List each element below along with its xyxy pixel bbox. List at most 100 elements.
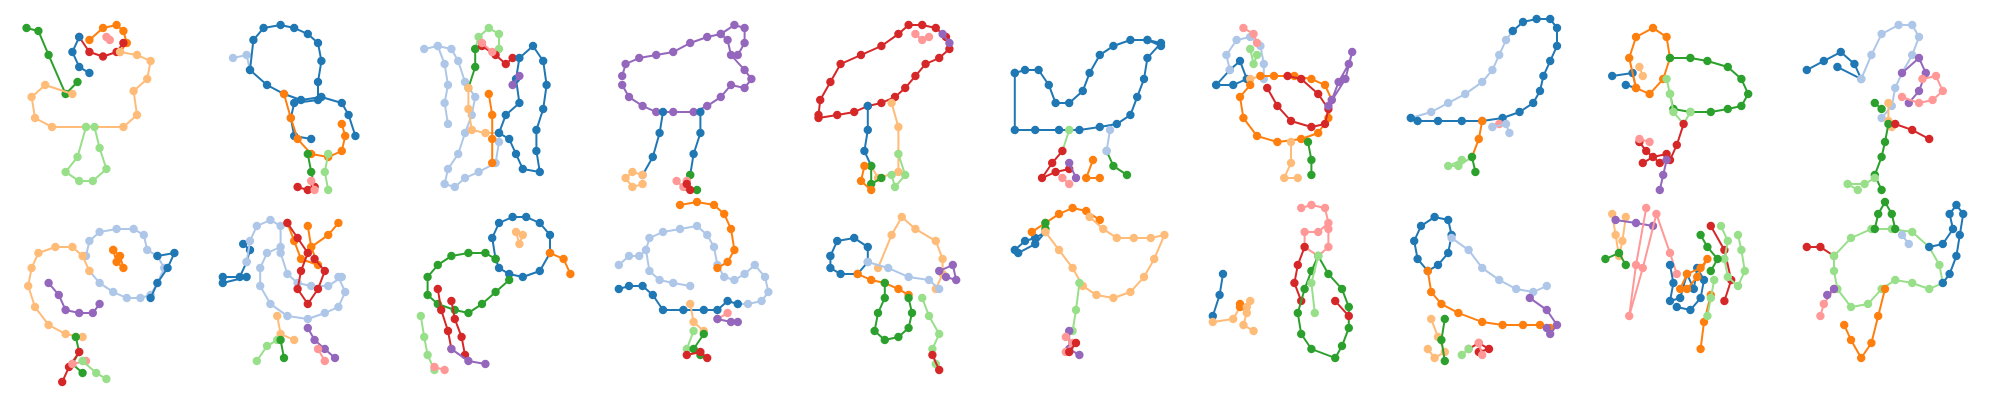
stroke-point — [1208, 311, 1218, 321]
stroke-point — [1672, 140, 1682, 150]
stroke-point — [655, 275, 664, 285]
stroke-point — [614, 284, 623, 294]
stroke-point — [1733, 281, 1743, 291]
stroke-point — [105, 35, 115, 45]
stroke-point — [98, 52, 108, 61]
sketch-panel-r1c1 — [22, 20, 155, 186]
stroke-point — [30, 302, 40, 312]
stroke-point — [1686, 53, 1695, 63]
sketch-panel-r2c5 — [826, 212, 961, 375]
stroke-point — [51, 242, 60, 252]
stroke-point — [1696, 230, 1705, 240]
stroke-point — [1212, 80, 1221, 90]
stroke-point — [867, 179, 876, 189]
stroke-point — [1529, 98, 1538, 108]
stroke-point — [73, 152, 82, 162]
stroke-point — [320, 308, 329, 318]
stroke-point — [293, 233, 302, 243]
stroke-point — [911, 71, 920, 81]
stroke-point — [618, 71, 627, 81]
stroke-point — [1095, 122, 1105, 132]
stroke-point — [303, 29, 312, 39]
stroke-point — [1542, 323, 1552, 333]
stroke-point — [85, 35, 94, 45]
stroke-point — [522, 212, 531, 222]
stroke-point — [1310, 308, 1320, 318]
stroke-point — [1857, 353, 1866, 363]
stroke-point — [1874, 311, 1883, 321]
stroke-point — [1246, 80, 1255, 90]
stroke-point — [163, 263, 172, 273]
stroke-point — [488, 47, 497, 57]
stroke-point — [262, 341, 272, 351]
stroke-point — [122, 293, 131, 303]
stroke-point — [1877, 113, 1886, 123]
stroke-point — [658, 107, 668, 117]
stroke-point — [119, 263, 128, 273]
stroke-point — [1552, 41, 1562, 51]
stroke-point — [723, 308, 732, 318]
stroke-point — [1723, 62, 1733, 72]
stroke-point — [1239, 320, 1248, 330]
stroke-point — [658, 227, 668, 237]
stroke-point — [760, 272, 770, 282]
stroke-point — [904, 20, 913, 30]
stroke-point — [68, 89, 77, 99]
stroke-point — [1300, 284, 1309, 294]
stroke-point — [1447, 233, 1456, 243]
stroke-point — [901, 170, 910, 180]
stroke-point — [344, 110, 353, 120]
stroke-point — [918, 35, 927, 45]
stroke-point — [1860, 179, 1869, 189]
stroke-point — [1662, 155, 1671, 165]
stroke-point — [618, 80, 627, 90]
stroke-point — [423, 290, 432, 300]
stroke-point — [61, 305, 70, 315]
stroke-point — [1126, 287, 1135, 297]
stroke-point — [44, 278, 53, 288]
stroke-point — [535, 167, 544, 177]
stroke-point — [1635, 134, 1644, 144]
stroke-point — [279, 353, 289, 363]
stroke-point — [816, 95, 825, 105]
stroke-point — [1535, 86, 1545, 96]
stroke-point — [296, 95, 306, 105]
stroke-point — [78, 251, 87, 261]
stroke-point — [1621, 260, 1631, 270]
stroke-point — [1638, 263, 1648, 273]
stroke-point — [1867, 338, 1876, 348]
stroke-point — [1252, 38, 1262, 48]
stroke-point — [921, 59, 930, 69]
stroke-point — [911, 224, 920, 234]
stroke-point — [1014, 248, 1023, 258]
stroke-line — [618, 225, 770, 305]
stroke-point — [1802, 242, 1812, 252]
stroke-point — [894, 332, 903, 342]
stroke-point — [1877, 185, 1886, 195]
stroke-line — [26, 27, 79, 95]
stroke-point — [307, 167, 316, 177]
stroke-point — [471, 92, 480, 102]
stroke-point — [1122, 170, 1132, 180]
stroke-point — [1665, 296, 1675, 306]
stroke-point — [730, 20, 739, 30]
stroke-point — [508, 53, 517, 63]
stroke-point — [494, 137, 504, 147]
stroke-point — [337, 98, 346, 108]
stroke-point — [539, 104, 548, 114]
stroke-point — [860, 161, 869, 171]
stroke-point — [1518, 17, 1528, 27]
stroke-point — [1833, 62, 1842, 72]
stroke-point — [1048, 158, 1057, 168]
stroke-point — [1931, 71, 1941, 81]
stroke-point — [1075, 278, 1084, 288]
stroke-point — [1297, 74, 1306, 84]
stroke-point — [303, 248, 312, 258]
stroke-point — [703, 101, 712, 111]
stroke-point — [71, 332, 81, 342]
stroke-line — [450, 300, 466, 356]
stroke-point — [276, 335, 285, 345]
stroke-point — [1286, 116, 1296, 126]
stroke-point — [146, 293, 155, 303]
stroke-point — [1625, 53, 1634, 63]
